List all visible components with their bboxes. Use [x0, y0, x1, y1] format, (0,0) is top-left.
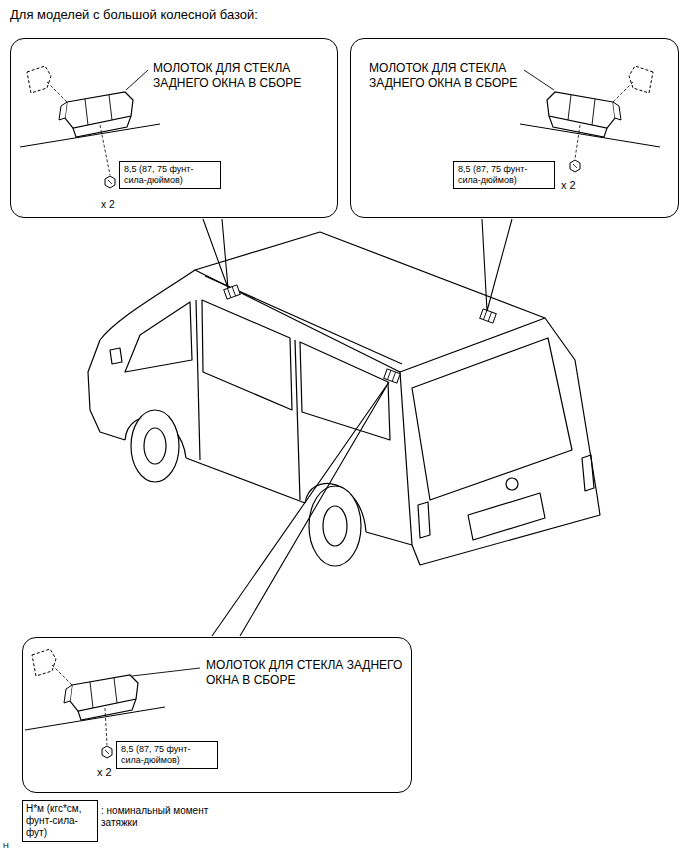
torque-box: 8,5 (87, 75 фунт-сила-дюймов)	[119, 161, 221, 189]
figure-code: H	[3, 841, 9, 851]
torque-value: Н*м (кгс*см, фунт-сила-фут)	[26, 803, 94, 839]
callout-panel: МОЛОТОК ДЛЯ СТЕКЛА ЗАДНЕГО ОКНА В СБОРЕ x…	[22, 637, 412, 793]
legend-text: : номинальный момент затяжки	[101, 805, 216, 829]
quantity: x 2	[97, 766, 112, 780]
torque-box: 8,5 (87, 75 фунт-сила-дюймов)	[116, 741, 218, 769]
torque-box: 8,5 (87, 75 фунт-сила-дюймов)	[453, 161, 555, 189]
callout-pointers	[203, 219, 512, 636]
callout-panel: МОЛОТОК ДЛЯ СТЕКЛА ЗАДНЕГО ОКНА В СБОРЕ x…	[10, 38, 338, 218]
part-name: МОЛОТОК ДЛЯ СТЕКЛА ЗАДНЕГО ОКНА В СБОРЕ	[153, 61, 323, 91]
legend-unit-box: Н*м (кгс*см, фунт-сила-фут)	[22, 800, 98, 842]
part-name: МОЛОТОК ДЛЯ СТЕКЛА ЗАДНЕГО ОКНА В СБОРЕ	[369, 61, 519, 91]
callout-panel: МОЛОТОК ДЛЯ СТЕКЛА ЗАДНЕГО ОКНА В СБОРЕ x…	[350, 38, 679, 218]
van-illustration	[88, 232, 600, 566]
torque-value: 8,5 (87, 75 фунт-сила-дюймов)	[124, 164, 216, 186]
torque-value: 8,5 (87, 75 фунт-сила-дюймов)	[458, 164, 550, 186]
panel-figures	[20, 66, 660, 758]
quantity: x 2	[561, 179, 576, 193]
quantity: x 2	[101, 199, 115, 212]
figure-title: Для моделей с большой колесной базой:	[10, 7, 258, 23]
part-name: МОЛОТОК ДЛЯ СТЕКЛА ЗАДНЕГО ОКНА В СБОРЕ	[206, 658, 406, 688]
torque-value: 8,5 (87, 75 фунт-сила-дюймов)	[121, 744, 213, 766]
